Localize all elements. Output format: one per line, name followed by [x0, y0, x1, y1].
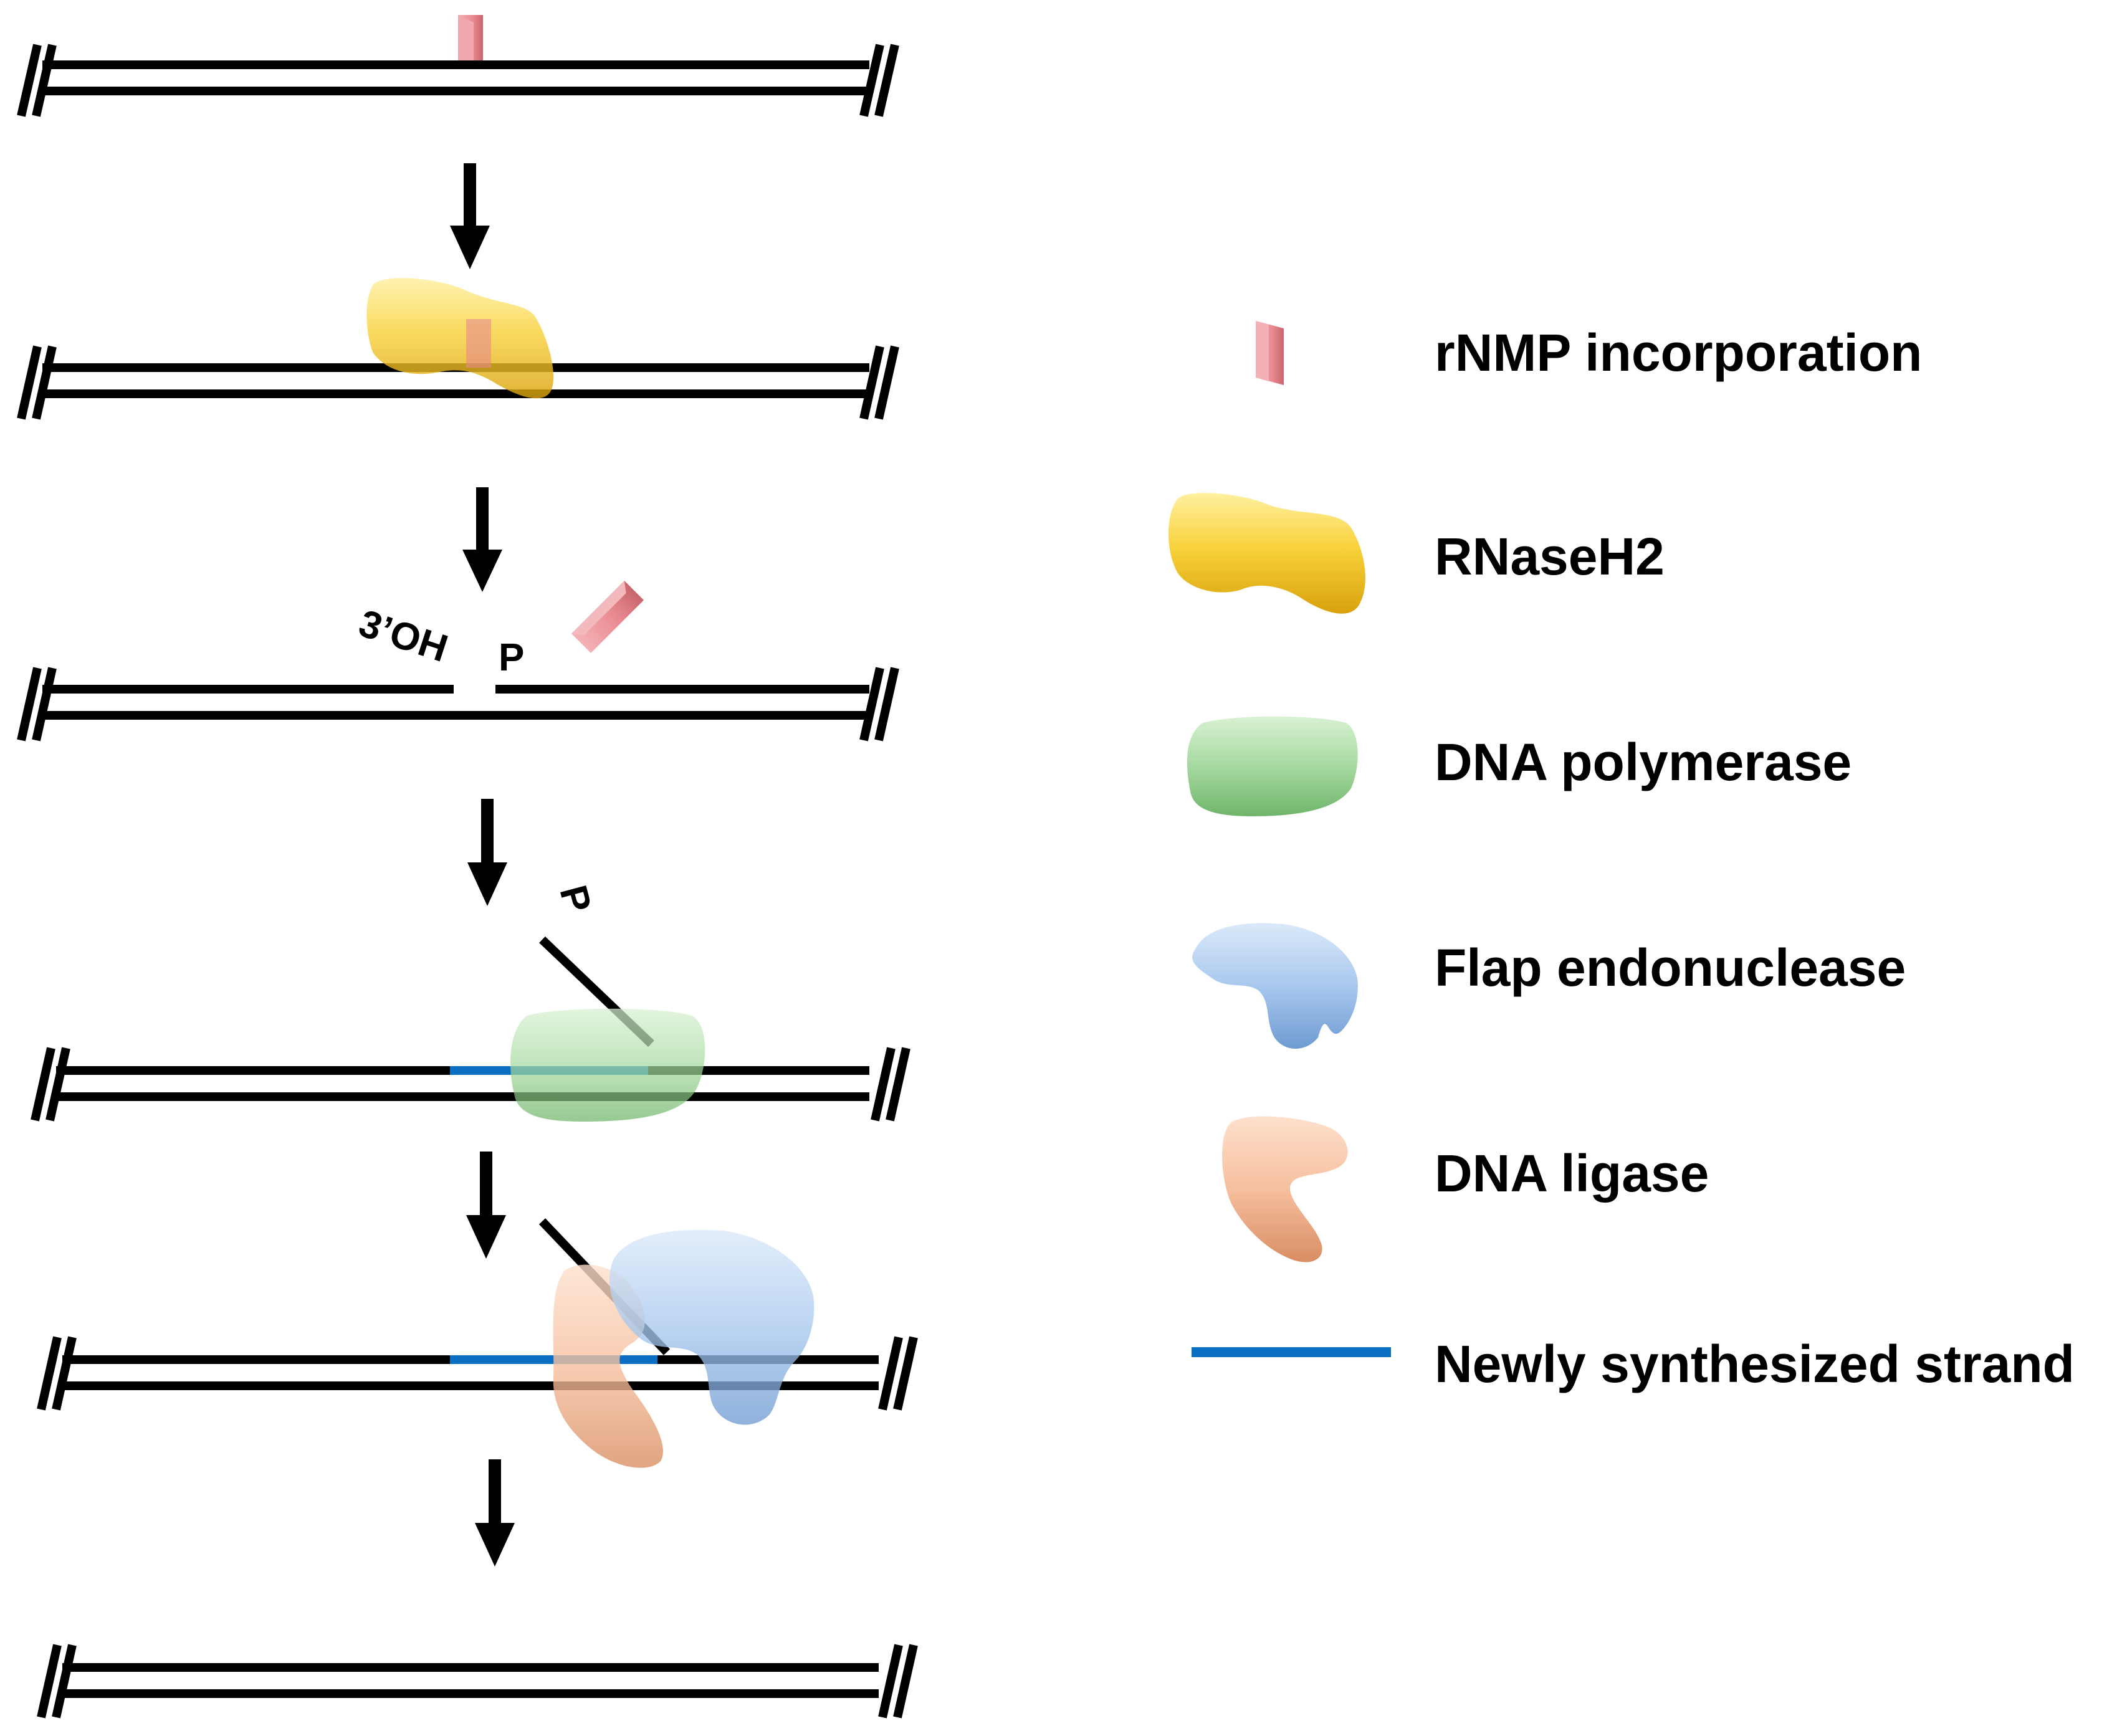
arrow-down-icon — [467, 799, 507, 906]
legend-label: RNaseH2 — [1435, 527, 1665, 586]
dna-polymerase-icon — [1187, 716, 1358, 816]
three-prime-oh-label: 3’OH — [354, 602, 453, 670]
arrow-down-icon — [475, 1459, 515, 1567]
legend-label: DNA polymerase — [1435, 733, 1852, 791]
legend-label: Flap endonuclease — [1435, 938, 1906, 997]
legend-label: rNMP incorporation — [1435, 323, 1923, 382]
rnaseh2-icon — [1168, 493, 1365, 614]
rnmp-icon — [1256, 321, 1284, 385]
legend-label: DNA ligase — [1435, 1144, 1709, 1203]
break-mark-left — [17, 667, 57, 742]
dna-polymerase-icon — [510, 1008, 705, 1122]
step-2-rnaseh2-binding — [17, 278, 899, 420]
legend: rNMP incorporation RNaseH2 DNA polymeras… — [1168, 321, 2075, 1393]
step-1-dna-with-rnmp — [17, 15, 899, 117]
legend-item-new-strand: Newly synthesized strand — [1192, 1335, 2075, 1393]
legend-item-dna-polymerase: DNA polymerase — [1187, 716, 1852, 816]
break-mark-left — [17, 44, 57, 117]
break-mark-right — [878, 1644, 918, 1719]
step-6-repaired-dna — [37, 1644, 918, 1719]
legend-item-flap-endonuclease: Flap endonuclease — [1192, 923, 1906, 1049]
rnmp-in-complex-icon — [466, 319, 491, 368]
legend-label: Newly synthesized strand — [1435, 1335, 2075, 1393]
dna-ligase-icon — [1222, 1116, 1348, 1262]
released-rnmp-icon — [571, 581, 644, 653]
break-mark-right — [871, 1047, 910, 1122]
arrow-down-icon — [462, 487, 502, 592]
break-mark-left — [17, 345, 57, 420]
rnmp-icon — [458, 15, 483, 60]
repair-pathway: 3’OH P P — [17, 15, 918, 1719]
step-5-flap-cleavage-ligation — [37, 1218, 918, 1468]
step-4-strand-displacement: P — [31, 881, 910, 1122]
break-mark-right — [859, 44, 899, 117]
break-mark-left — [31, 1047, 70, 1122]
break-mark-right — [859, 667, 899, 742]
phosphate-label: P — [499, 636, 524, 679]
break-mark-left — [37, 1644, 77, 1719]
flap-phosphate-label: P — [551, 881, 599, 917]
legend-item-dna-ligase: DNA ligase — [1222, 1116, 1709, 1262]
legend-item-rnmp: rNMP incorporation — [1256, 321, 1923, 385]
arrow-down-icon — [466, 1152, 506, 1259]
arrow-down-icon — [450, 163, 490, 269]
break-mark-right — [859, 345, 899, 420]
legend-item-rnaseh2: RNaseH2 — [1168, 493, 1665, 614]
step-3-incision: 3’OH P — [17, 581, 899, 742]
flap-endonuclease-icon — [609, 1229, 815, 1425]
flap-endonuclease-icon — [1192, 923, 1358, 1049]
rnaseh2-icon — [366, 278, 554, 399]
break-mark-left — [37, 1336, 77, 1411]
break-mark-right — [878, 1336, 918, 1411]
